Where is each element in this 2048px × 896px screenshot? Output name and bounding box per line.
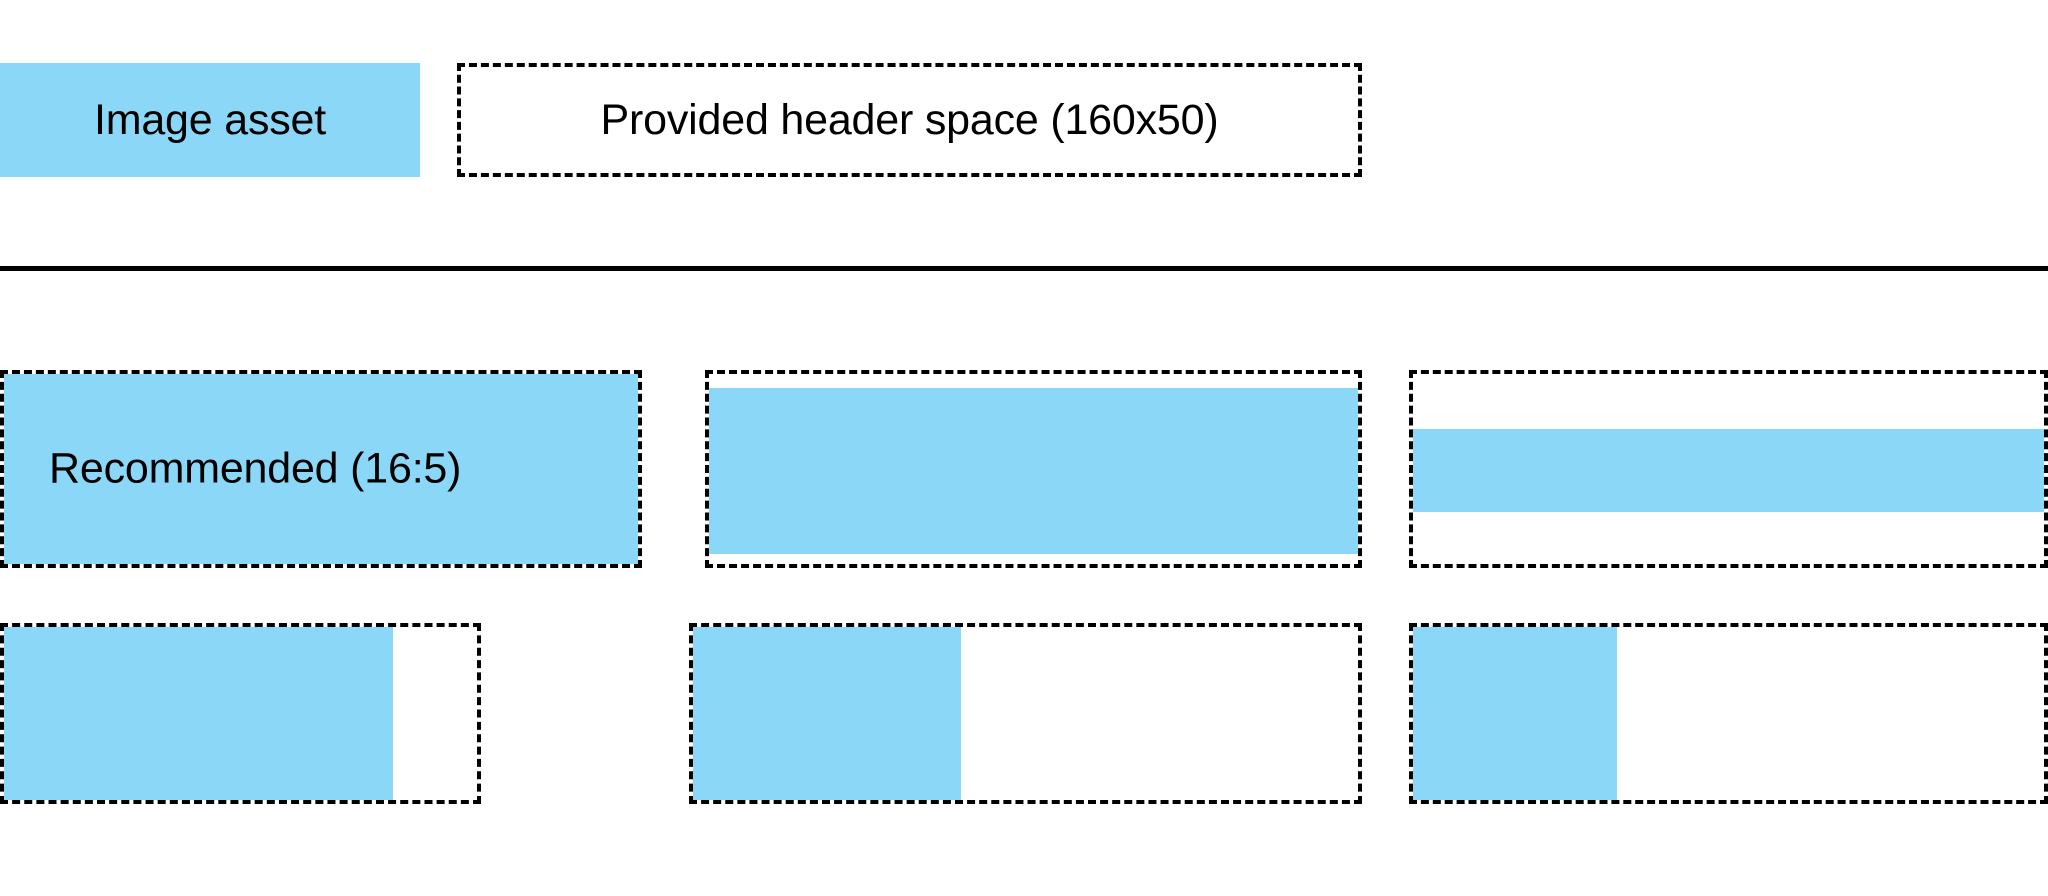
recommended-box-label: Recommended (16:5) [49,444,462,493]
image-asset-swatch: Image asset [0,63,420,177]
recommended-box: Recommended (16:5) [0,370,642,568]
medium-partial-box-fill [693,627,961,800]
wide-partial-box-fill [4,627,393,800]
recommended-box-fill [4,374,638,564]
wide-partial-box [0,623,481,804]
vertical-inset-box-fill [709,388,1358,554]
provided-header-space-box: Provided header space (160x50) [457,63,1362,177]
narrow-partial-box [1409,623,2048,804]
narrow-partial-box-fill [1413,627,1617,800]
vertical-inset-box [705,370,1362,568]
provided-header-space-label: Provided header space (160x50) [600,95,1219,144]
thin-band-box [1409,370,2048,568]
section-divider [0,266,2048,271]
header-legend-row: Image asset Provided header space (160x5… [0,63,2048,177]
medium-partial-box [689,623,1362,804]
thin-band-box-fill [1413,429,2044,512]
image-asset-swatch-label: Image asset [93,95,327,144]
